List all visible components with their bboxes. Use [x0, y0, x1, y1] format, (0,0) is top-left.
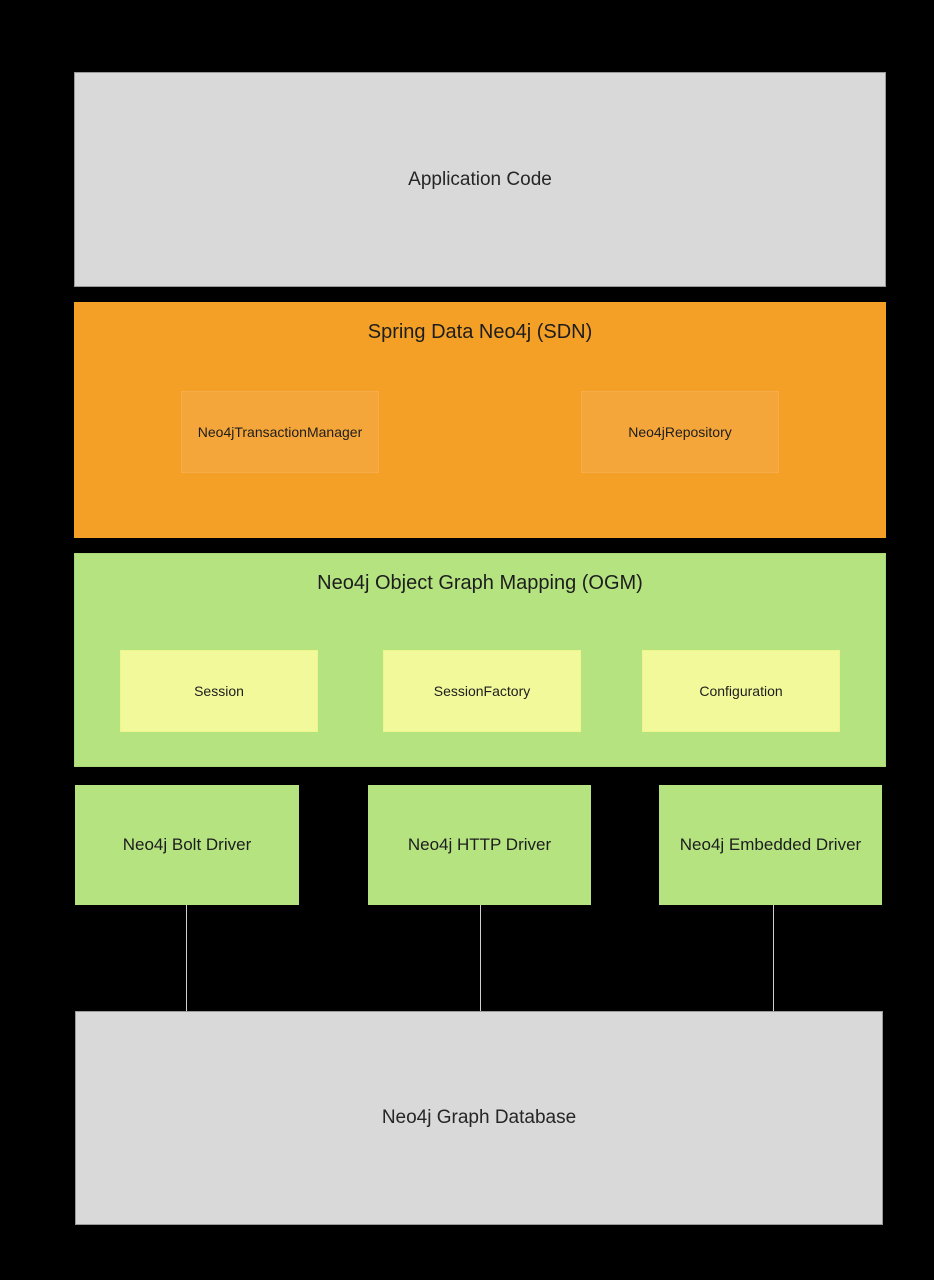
component-session-label: Session: [194, 683, 244, 699]
layer-neo4j-ogm: Neo4j Object Graph Mapping (OGM) Session…: [74, 553, 886, 767]
component-neo4j-repository-label: Neo4jRepository: [628, 424, 732, 440]
layer-neo4j-ogm-title: Neo4j Object Graph Mapping (OGM): [317, 572, 643, 594]
component-configuration: Configuration: [642, 650, 840, 732]
layer-application-code-label: Application Code: [408, 168, 552, 190]
layer-spring-data-neo4j: Spring Data Neo4j (SDN) Neo4jTransaction…: [74, 302, 886, 538]
component-neo4j-transaction-manager: Neo4jTransactionManager: [181, 391, 379, 473]
driver-neo4j-bolt: Neo4j Bolt Driver: [75, 785, 299, 905]
driver-neo4j-http: Neo4j HTTP Driver: [368, 785, 591, 905]
layer-application-code: Application Code: [74, 72, 886, 287]
layer-neo4j-graph-database: Neo4j Graph Database: [75, 1011, 883, 1225]
component-session-factory: SessionFactory: [383, 650, 581, 732]
component-configuration-label: Configuration: [699, 683, 783, 699]
driver-neo4j-bolt-label: Neo4j Bolt Driver: [122, 835, 252, 854]
layer-spring-data-neo4j-title: Spring Data Neo4j (SDN): [367, 321, 593, 343]
connector-bolt-to-database: [186, 905, 187, 1011]
component-neo4j-transaction-manager-label: Neo4jTransactionManager: [197, 424, 363, 440]
connector-http-to-database: [480, 905, 481, 1011]
component-session: Session: [120, 650, 318, 732]
component-neo4j-repository: Neo4jRepository: [581, 391, 779, 473]
component-session-factory-label: SessionFactory: [433, 683, 531, 699]
layer-neo4j-graph-database-label: Neo4j Graph Database: [381, 1107, 577, 1128]
driver-neo4j-embedded: Neo4j Embedded Driver: [659, 785, 882, 905]
driver-neo4j-http-label: Neo4j HTTP Driver: [407, 835, 552, 854]
driver-neo4j-embedded-label: Neo4j Embedded Driver: [679, 835, 862, 854]
connector-embedded-to-database: [773, 905, 774, 1011]
